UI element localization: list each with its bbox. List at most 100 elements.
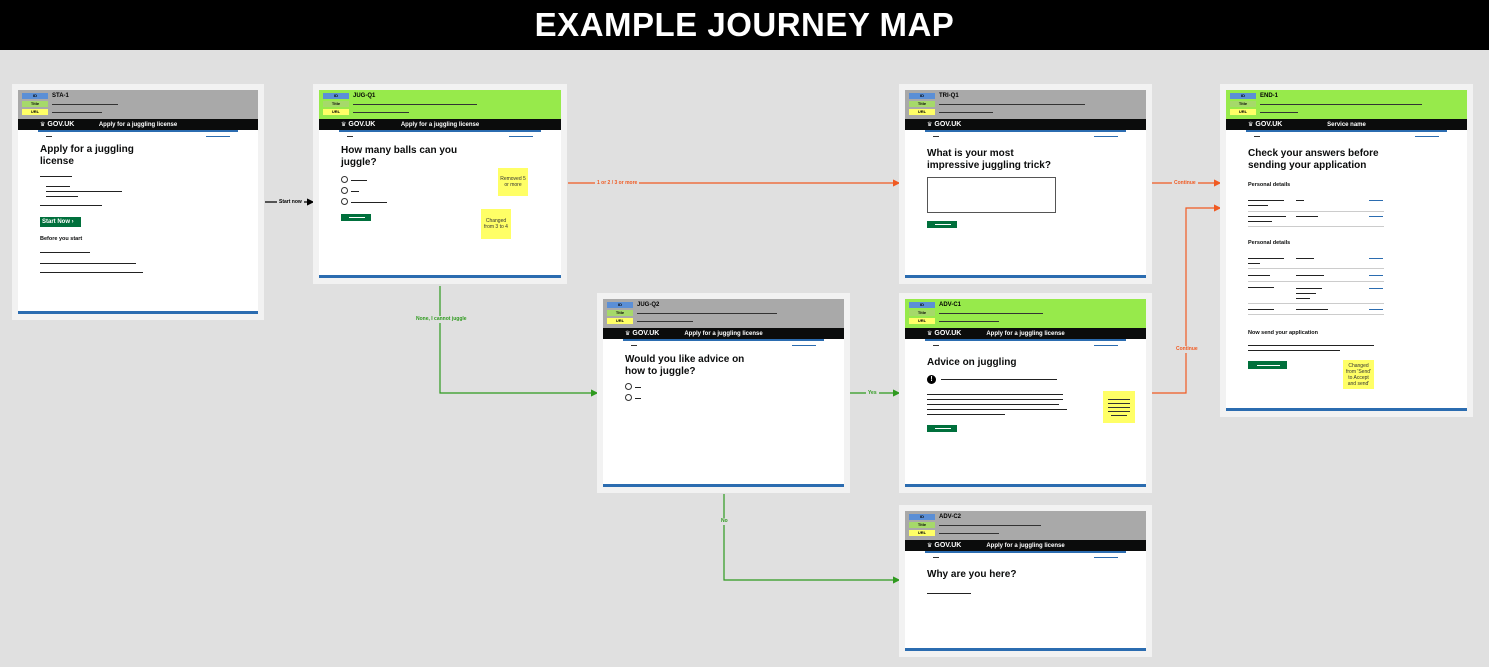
connector-label-one-two-three: 1 or 2 / 3 or more	[595, 180, 640, 187]
meta-id-label: ID	[909, 514, 935, 520]
connector-label-continue-1: Continue	[1172, 180, 1198, 187]
meta-id-label: ID	[323, 93, 349, 99]
sticky-note-send: Changed from 'Send' to Accept and send'	[1343, 360, 1374, 389]
meta-id-label: ID	[909, 302, 935, 308]
service-name: Apply for a juggling license	[986, 542, 1065, 549]
connector-advc1-to-end1	[1152, 204, 1222, 394]
meta-id-label: ID	[909, 93, 935, 99]
connector-jugq2-to-advc2	[723, 494, 901, 584]
screen-id: ADV-C2	[939, 514, 962, 520]
screen-id: ADV-C1	[939, 302, 962, 308]
gov-logo: GOV.UK	[934, 542, 962, 549]
screen-card-advc2[interactable]: ID ADV-C2 Title URL ♛GOV.UK Apply for a j…	[899, 505, 1152, 657]
gov-header: ♛GOV.UK Apply for a juggling license	[905, 328, 1146, 339]
connector-label-no: No	[719, 518, 730, 525]
gov-header: ♛GOV.UK Apply for a juggling license	[905, 540, 1146, 551]
screen-card-sta1[interactable]: ID STA-1 Title URL ♛GOV.UK Apply for a ju…	[12, 84, 264, 320]
gov-header: ♛GOV.UK Apply for a juggling license	[18, 119, 258, 130]
continue-button[interactable]	[341, 214, 371, 221]
service-name: Apply for a juggling license	[400, 121, 480, 128]
meta-url-label: URL	[1230, 109, 1256, 115]
trick-textarea[interactable]	[927, 177, 1056, 213]
gov-logo: GOV.UK	[934, 121, 962, 128]
warning-icon: !	[927, 375, 936, 384]
crown-icon: ♛	[341, 122, 347, 128]
meta-url-label: URL	[22, 109, 48, 115]
continue-button[interactable]	[927, 221, 957, 228]
service-name: Service name	[1327, 121, 1366, 128]
service-name: Apply for a juggling license	[986, 330, 1065, 337]
section-heading-personal-1: Personal details	[1248, 182, 1291, 188]
meta-title-label: Title	[909, 522, 935, 528]
gov-header: ♛GOV.UK	[905, 119, 1146, 130]
service-name: Apply for a juggling license	[684, 330, 763, 337]
sticky-note-removed: Removed 5 or more	[498, 168, 528, 196]
connector-label-start-now: Start now	[277, 199, 304, 206]
meta-title-label: Title	[909, 310, 935, 316]
meta-url-label: URL	[909, 530, 935, 536]
screen-heading: Advice on juggling	[927, 357, 1017, 368]
screen-card-jugq1[interactable]: ID JUG-Q1 Title URL ♛GOV.UK Apply for a j…	[313, 84, 567, 284]
screen-card-advc1[interactable]: ID ADV-C1 Title URL ♛GOV.UK Apply for a j…	[899, 293, 1152, 493]
meta-title-label: Title	[607, 310, 633, 316]
screen-id: TRI-Q1	[939, 93, 959, 99]
meta-title-label: Title	[22, 101, 48, 107]
meta-title-label: Title	[909, 101, 935, 107]
meta-title-label: Title	[1230, 101, 1256, 107]
screen-meta: ID JUG-Q1 Title URL	[319, 90, 561, 119]
start-now-button[interactable]: Start Now ›	[40, 217, 81, 227]
radio-option-2[interactable]	[341, 187, 348, 194]
meta-id-label: ID	[22, 93, 48, 99]
screen-heading: Check your answers before sending your a…	[1248, 148, 1379, 171]
meta-id-label: ID	[1230, 93, 1256, 99]
radio-option-yes[interactable]	[625, 383, 632, 390]
crown-icon: ♛	[927, 543, 933, 549]
crown-icon: ♛	[927, 122, 933, 128]
gov-logo: GOV.UK	[47, 121, 75, 128]
meta-url-label: URL	[607, 318, 633, 324]
screen-meta: ID JUG-Q2 Title URL	[603, 299, 844, 328]
section-heading-send: Now send your application	[1248, 330, 1318, 336]
screen-heading: Would you like advice on how to juggle?	[625, 354, 745, 377]
screen-card-jugq2[interactable]: ID JUG-Q2 Title URL ♛GOV.UK Apply for a j…	[597, 293, 850, 493]
accept-and-send-button[interactable]	[1248, 361, 1287, 369]
crown-icon: ♛	[1248, 122, 1254, 128]
screen-heading: How many balls can you juggle?	[341, 145, 458, 168]
section-heading-personal-2: Personal details	[1248, 240, 1291, 246]
screen-meta: ID END-1 Title URL	[1226, 90, 1467, 119]
screen-meta: ID STA-1 Title URL	[18, 90, 258, 119]
service-name: Apply for a juggling license	[98, 121, 178, 128]
screen-id: JUG-Q1	[353, 93, 376, 99]
gov-logo: GOV.UK	[348, 121, 376, 128]
gov-logo: GOV.UK	[632, 330, 660, 337]
page-title: EXAMPLE JOURNEY MAP	[0, 0, 1489, 50]
screen-card-end1[interactable]: ID END-1 Title URL ♛GOV.UK Service name C…	[1220, 84, 1473, 417]
gov-logo: GOV.UK	[934, 330, 962, 337]
gov-logo: GOV.UK	[1255, 121, 1283, 128]
crown-icon: ♛	[40, 122, 46, 128]
connector-jugq1-to-jugq2	[439, 286, 599, 397]
gov-header: ♛GOV.UK Apply for a juggling license	[319, 119, 561, 130]
crown-icon: ♛	[625, 331, 631, 337]
connector-label-none: None, I cannot juggle	[414, 316, 469, 323]
sticky-note-changed: Changed from 3 to 4	[481, 209, 511, 239]
screen-heading: Apply for a juggling license	[40, 144, 134, 167]
meta-title-label: Title	[323, 101, 349, 107]
screen-id: JUG-Q2	[637, 302, 660, 308]
connector-label-yes: Yes	[866, 390, 879, 397]
crown-icon: ♛	[927, 331, 933, 337]
meta-id-label: ID	[607, 302, 633, 308]
screen-id: END-1	[1260, 93, 1279, 99]
radio-option-no[interactable]	[625, 394, 632, 401]
continue-button[interactable]	[927, 425, 957, 432]
sticky-note-advice	[1103, 391, 1135, 423]
meta-url-label: URL	[323, 109, 349, 115]
gov-header: ♛GOV.UK Service name	[1226, 119, 1467, 130]
radio-option-1[interactable]	[341, 176, 348, 183]
meta-url-label: URL	[909, 318, 935, 324]
connector-label-continue-2: Continue	[1174, 346, 1200, 353]
radio-option-3[interactable]	[341, 198, 348, 205]
screen-id: STA-1	[52, 93, 69, 99]
